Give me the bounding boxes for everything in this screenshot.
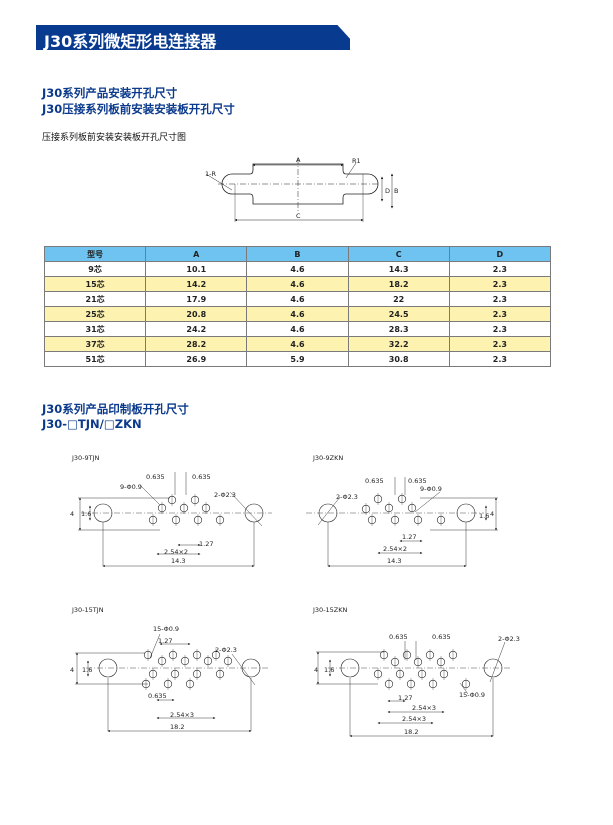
- table-cell: 14.2: [145, 276, 248, 292]
- dimension-line: [139, 484, 161, 506]
- dimension-line: [414, 491, 441, 513]
- dim-r-label: 1-R: [205, 170, 216, 178]
- table-cell: 51芯: [43, 351, 147, 367]
- drawing-j30-15tjn: [75, 633, 269, 733]
- dim-label: 18.2: [170, 723, 184, 731]
- dimension-line: [489, 641, 506, 683]
- table-cell: 2.3: [448, 306, 552, 322]
- dim-label: 1.27: [398, 694, 412, 702]
- mounting-hole: [241, 658, 261, 678]
- drawing-title: J30-9ZKN: [312, 454, 343, 462]
- cutout-caption: 压接系列板前安装安装板开孔尺寸图: [42, 133, 187, 143]
- dim-label: 2-Φ2.3: [214, 491, 236, 499]
- table-cell: 15芯: [43, 276, 147, 292]
- dim-label: 1.27: [199, 540, 213, 548]
- col-header: 型号: [43, 246, 147, 262]
- section1-heading: J30系列产品安装开孔尺寸: [42, 86, 178, 100]
- dimension-line: [231, 653, 256, 686]
- dim-label: 2-Φ2.3: [498, 635, 520, 643]
- dim-d-label: D: [385, 187, 390, 195]
- mounting-hole: [98, 658, 118, 678]
- dim-label: 15-Φ0.9: [459, 691, 485, 699]
- dim-label: 2.54×3: [412, 704, 436, 712]
- dim-label: 0.635: [389, 633, 408, 641]
- dim-label: 1.6: [324, 666, 334, 674]
- table-cell: 4.6: [246, 276, 349, 292]
- dimension-line: [317, 496, 341, 526]
- dim-label: 1.27: [402, 533, 416, 541]
- dimension-line: [149, 633, 161, 659]
- dim-label: 0.635: [365, 477, 384, 485]
- drawing-title: J30-15TJN: [71, 606, 104, 614]
- drawing-title: J30-15ZKN: [312, 606, 348, 614]
- table-cell: 32.2: [347, 336, 450, 352]
- drawing-j30-9zkn: [306, 477, 498, 568]
- dim-a-label: A: [296, 156, 301, 164]
- drawing-j30-9tjn: [78, 472, 272, 568]
- dim-label: 1.27: [158, 637, 172, 645]
- table-header-row: 型号 A B C D: [43, 246, 552, 262]
- mounting-hole: [340, 658, 360, 678]
- page-title: J30系列微矩形电连接器: [44, 32, 217, 51]
- dim-label: 2.54×2: [164, 548, 188, 556]
- dimension-line: [229, 491, 263, 527]
- col-header: B: [246, 246, 349, 262]
- dim-label: 9-Φ0.9: [120, 483, 142, 491]
- dim-label: 2.54×3: [170, 711, 194, 719]
- dim-label: 9-Φ0.9: [420, 485, 442, 493]
- title-banner: J30系列微矩形电连接器: [36, 25, 350, 50]
- col-header: C: [347, 246, 450, 262]
- dim-label: 4: [70, 666, 74, 674]
- dim-label: 18.2: [404, 728, 418, 736]
- drawing-j30-15zkn: [316, 641, 511, 738]
- dim-c-label: C: [296, 212, 301, 220]
- table-cell: 24.5: [347, 306, 450, 322]
- dim-label: 0.635: [146, 473, 165, 481]
- table-cell: 37芯: [43, 336, 147, 352]
- dim-label: 4: [490, 510, 494, 518]
- col-header: D: [448, 246, 552, 262]
- dim-label: 0.635: [192, 473, 211, 481]
- drawing-title: J30-9TJN: [71, 454, 100, 462]
- dimension-line: [459, 682, 469, 695]
- dim-label: 0.635: [432, 633, 451, 641]
- dim-label: 14.3: [387, 557, 401, 565]
- dim-label: 14.3: [171, 557, 185, 565]
- dim-label: 4: [70, 510, 74, 518]
- dim-r1-label: R1: [352, 157, 361, 165]
- section2-subheading: J30-□TJN/□ZKN: [42, 417, 142, 431]
- mounting-hole: [483, 658, 503, 678]
- dim-label: 0.635: [408, 477, 427, 485]
- dim-label: 2-Φ2.3: [336, 493, 358, 501]
- dim-label: 2-Φ2.3: [215, 646, 237, 654]
- dim-b-label: B: [394, 187, 398, 195]
- dim-label: 15-Φ0.9: [153, 625, 179, 633]
- dim-label: 0.635: [148, 692, 167, 700]
- col-header: A: [145, 246, 248, 262]
- cutout-diagram: [205, 158, 394, 222]
- table-cell: 18.2: [347, 276, 450, 292]
- dim-label: 2.54×2: [383, 545, 407, 553]
- table-cell: 2.3: [448, 351, 552, 367]
- dim-label: 1.6: [82, 666, 92, 674]
- dim-label: 1.6: [479, 512, 489, 520]
- dim-label: 2.54×3: [402, 715, 426, 723]
- dim-label: 1.6: [81, 510, 91, 518]
- table-cell: 25芯: [43, 306, 147, 322]
- section2-heading: J30系列产品印制板开孔尺寸: [42, 402, 189, 416]
- dim-label: 4: [314, 666, 318, 674]
- section1-subheading: J30压接系列板前安装安装板开孔尺寸: [42, 102, 235, 116]
